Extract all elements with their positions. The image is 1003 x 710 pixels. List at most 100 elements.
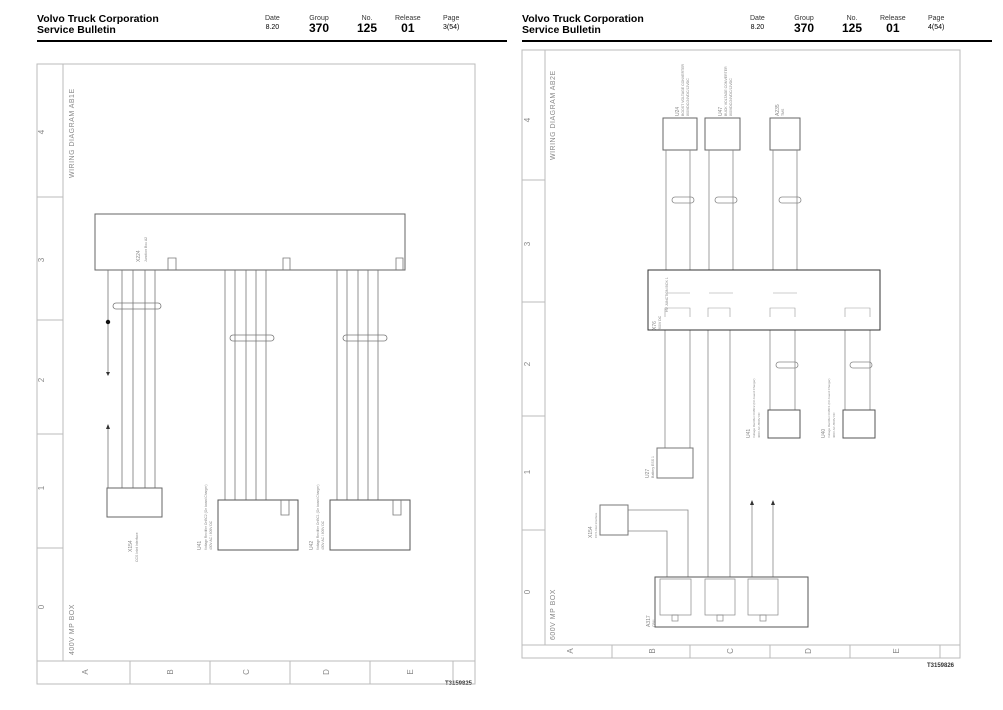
col-label: C xyxy=(726,648,735,654)
component-x154-right: X154 CCS Inlet Interface xyxy=(588,504,629,538)
date-value: 8.20 xyxy=(750,24,765,31)
left-frame xyxy=(36,63,476,685)
col-label: C xyxy=(242,669,251,675)
component-desc: BOOST VOLTAGE CONVERTER xyxy=(681,63,685,116)
component-id: U27 xyxy=(645,469,651,478)
col-label: B xyxy=(648,648,657,653)
col-label: D xyxy=(804,648,813,654)
component-id: X224 xyxy=(136,250,142,262)
release-value: 01 xyxy=(401,21,415,35)
release-value: 01 xyxy=(886,21,900,35)
component-u40: U40 Voltage Rectifier OnBC1 (On board Ch… xyxy=(821,378,876,439)
row-label: 1 xyxy=(523,469,532,474)
component-desc: CCS Inlet Interface xyxy=(135,532,139,562)
component-id: X76 xyxy=(652,321,658,330)
box-title: 600V MP BOX xyxy=(550,589,557,640)
component-desc: Voltage Rectifier OnBC2 (On board Charge… xyxy=(204,485,208,550)
row-label: 0 xyxy=(37,604,46,609)
component-desc: Voltage Rectifier OnBC1 (On board Charge… xyxy=(316,485,320,550)
component-x76: X76 800V DC HV JUNCTION BOX 1 xyxy=(647,269,881,331)
component-u27: U27 Battery ESS 1 xyxy=(645,447,694,479)
connection-arrow-icon xyxy=(106,424,110,429)
component-id: U47 xyxy=(718,107,724,116)
component-id: U24 xyxy=(675,107,681,116)
row-label: 0 xyxy=(523,589,532,594)
component-rating: 400V AC /800V DC xyxy=(832,411,836,438)
row-label: 4 xyxy=(523,117,532,122)
row-label: 2 xyxy=(523,361,532,366)
component-desc: HV JUNCTION BOX 1 xyxy=(665,277,669,312)
number-field: No.125 xyxy=(842,15,862,35)
group-label: Group xyxy=(309,15,329,22)
col-label: D xyxy=(322,669,331,675)
group-label: Group xyxy=(794,15,814,22)
wires xyxy=(107,270,388,500)
document-type: Service Bulletin xyxy=(37,24,116,36)
right-frame xyxy=(521,49,961,659)
date-field: Date 8.20 xyxy=(265,15,280,31)
date-value: 8.20 xyxy=(265,24,280,31)
component-desc: TMS xyxy=(781,108,785,116)
component-rating: 400V AC / 800V DC xyxy=(209,520,213,550)
row-label: 2 xyxy=(37,377,46,382)
component-id: U42 xyxy=(309,541,315,550)
row-label: 4 xyxy=(37,129,46,134)
col-label: A xyxy=(566,648,575,654)
company-block: Volvo Truck Corporation Service Bulletin xyxy=(522,14,644,36)
component-desc: CBU xyxy=(652,619,656,627)
wires xyxy=(628,150,873,577)
figure-reference: T3159826 xyxy=(927,663,955,669)
date-label: Date xyxy=(265,15,280,22)
col-label: E xyxy=(892,648,901,653)
right-grid-labels: 4 3 2 1 0 A B C D E xyxy=(523,117,901,654)
col-label: A xyxy=(81,669,90,675)
group-value: 370 xyxy=(309,21,330,35)
component-desc: Voltage Rectifier OnBC2 (On board Charge… xyxy=(752,378,756,438)
release-label: Release xyxy=(880,15,906,22)
page-header: Volvo Truck Corporation Service Bulletin… xyxy=(37,14,507,42)
number-label: No. xyxy=(361,15,373,22)
component-x154: X154 CCS Inlet Interface xyxy=(106,487,163,562)
company-name: Volvo Truck Corporation xyxy=(522,13,644,25)
row-label: 3 xyxy=(37,257,46,262)
connection-arrow-icon xyxy=(750,500,754,505)
component-id: U41 xyxy=(197,541,203,550)
page-4: Volvo Truck Corporation Service Bulletin… xyxy=(522,0,1003,710)
page-label: Page xyxy=(443,15,460,22)
component-id: U41 xyxy=(746,429,752,438)
component-rating: 400V AC / 800V DC xyxy=(321,520,325,550)
component-u41-right: U41 Voltage Rectifier OnBC2 (On board Ch… xyxy=(746,378,801,439)
diagram-title: WIRING DIAGRAM AB2E xyxy=(550,70,557,160)
number-field: No.125 xyxy=(357,15,377,35)
top-component-boxes xyxy=(662,117,801,151)
date-label: Date xyxy=(750,15,765,22)
component-rating: 800V DC xyxy=(658,315,662,330)
page-label: Page xyxy=(928,15,945,22)
component-desc: CCS Inlet Interface xyxy=(594,512,598,538)
component-rating: 800VDC/24VDC/12VDC xyxy=(729,78,733,116)
diagram-title: WIRING DIAGRAM AB1E xyxy=(69,88,76,178)
splice-point xyxy=(105,319,111,325)
top-component-labels: U24 BOOST VOLTAGE CONVERTER 800VDC/24VDC… xyxy=(675,63,785,116)
component-a317: A317 CBU xyxy=(646,576,809,628)
component-id: A317 xyxy=(646,615,652,627)
row-label: 3 xyxy=(523,241,532,246)
connection-arrow-icon xyxy=(771,500,775,505)
component-id: U40 xyxy=(821,429,827,438)
component-id: A235 xyxy=(775,104,781,116)
box-title: 400V MP BOX xyxy=(69,604,76,655)
number-label: No. xyxy=(846,15,858,22)
company-block: Volvo Truck Corporation Service Bulletin xyxy=(37,14,159,36)
component-x224: X224 Junction Box A2 xyxy=(94,213,406,271)
date-field: Date 8.20 xyxy=(750,15,765,31)
component-desc: BUCK VOLTAGE CONVERTER xyxy=(724,66,728,116)
col-label: B xyxy=(166,669,175,674)
component-u42: U42 Voltage Rectifier OnBC1 (On board Ch… xyxy=(309,485,411,551)
